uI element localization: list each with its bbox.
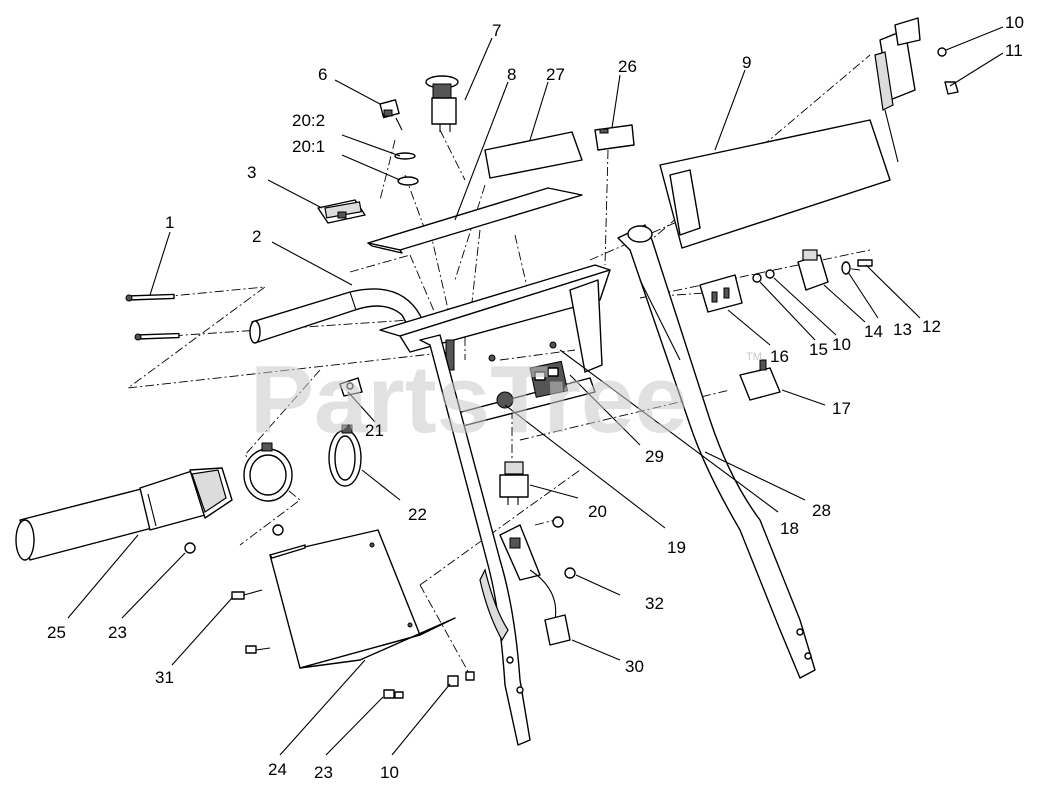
callout-11: 11 (1005, 41, 1023, 60)
key-switch-part (379, 99, 403, 131)
callout-16: 16 (770, 347, 789, 366)
large-decal-part (659, 119, 891, 249)
callout-20: 20 (588, 502, 607, 521)
wiring-harness-part (499, 524, 571, 646)
callout-20-2: 20:2 (292, 111, 325, 130)
callout-21: 21 (365, 421, 384, 440)
callout-31: 31 (155, 668, 174, 687)
clip-part (339, 377, 363, 397)
callout-29: 29 (645, 447, 664, 466)
callout-6: 6 (318, 65, 327, 84)
control-panel-part (367, 187, 583, 254)
callout-23-bottom: 23 (314, 763, 333, 782)
callout-labels: 1 2 3 6 7 8 9 10 10 10 11 12 13 14 15 16… (47, 13, 1024, 782)
bolts-part (125, 293, 180, 341)
callout-13: 13 (893, 320, 912, 339)
switch-part (317, 199, 366, 224)
ignition-part (425, 75, 459, 132)
callout-26: 26 (618, 57, 637, 76)
small-decal-part (594, 124, 635, 151)
callout-19: 19 (667, 538, 686, 557)
callout-8: 8 (507, 65, 516, 84)
decal-part (484, 131, 583, 179)
chute-tube-part (15, 467, 233, 561)
callout-3: 3 (247, 163, 256, 182)
callout-17: 17 (832, 399, 851, 418)
callout-leader-lines (67, 26, 1004, 756)
watermark: PartsTree TM (250, 346, 762, 453)
callout-25: 25 (47, 623, 66, 642)
relay-part (739, 359, 781, 401)
watermark-text: PartsTree (250, 346, 688, 453)
assembly-dashed-lines (126, 54, 871, 676)
right-hardware-part (699, 249, 873, 313)
main-bracket-part (379, 264, 611, 429)
callout-15: 15 (809, 340, 828, 359)
callout-2: 2 (252, 227, 261, 246)
lower-handle-left-part (419, 334, 531, 746)
washers-part (394, 152, 419, 186)
callout-23-left: 23 (108, 623, 127, 642)
small-hardware-part (184, 516, 576, 699)
callout-7: 7 (492, 21, 501, 40)
lower-handle-right-part (617, 224, 816, 679)
callout-1: 1 (165, 213, 174, 232)
callout-28: 28 (812, 501, 831, 520)
callout-22: 22 (408, 505, 427, 524)
callout-27: 27 (546, 65, 565, 84)
lever-assembly-part (874, 17, 959, 163)
cover-panel-part (269, 529, 456, 669)
callout-20-1: 20:1 (292, 137, 325, 156)
clamps-part (243, 424, 362, 502)
callout-9: 9 (742, 53, 751, 72)
callout-24: 24 (268, 760, 287, 779)
callout-18: 18 (780, 519, 799, 538)
callout-10-right: 10 (832, 335, 851, 354)
callout-10-top: 10 (1005, 13, 1024, 32)
callout-14: 14 (864, 322, 883, 341)
callout-12: 12 (922, 317, 941, 336)
callout-32: 32 (645, 594, 664, 613)
callout-30: 30 (625, 657, 644, 676)
callout-10-bottom: 10 (380, 763, 399, 782)
connector-part (499, 461, 529, 505)
watermark-trademark: TM (746, 351, 762, 363)
